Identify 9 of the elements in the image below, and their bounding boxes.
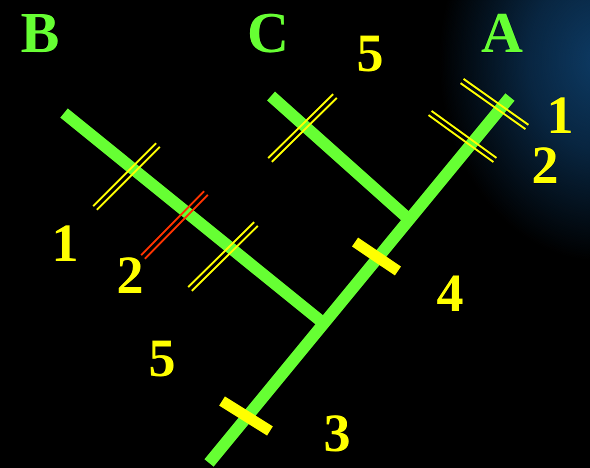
character-number: 5 <box>356 26 384 80</box>
clade-label: B <box>20 4 60 62</box>
character-number: 1 <box>52 216 78 270</box>
character-number: 3 <box>324 406 350 460</box>
character-number: 2 <box>116 248 144 302</box>
character-number: 4 <box>436 266 464 320</box>
clade-label: C <box>247 4 289 62</box>
clade-label: A <box>481 4 523 62</box>
character-number: 5 <box>148 331 176 385</box>
